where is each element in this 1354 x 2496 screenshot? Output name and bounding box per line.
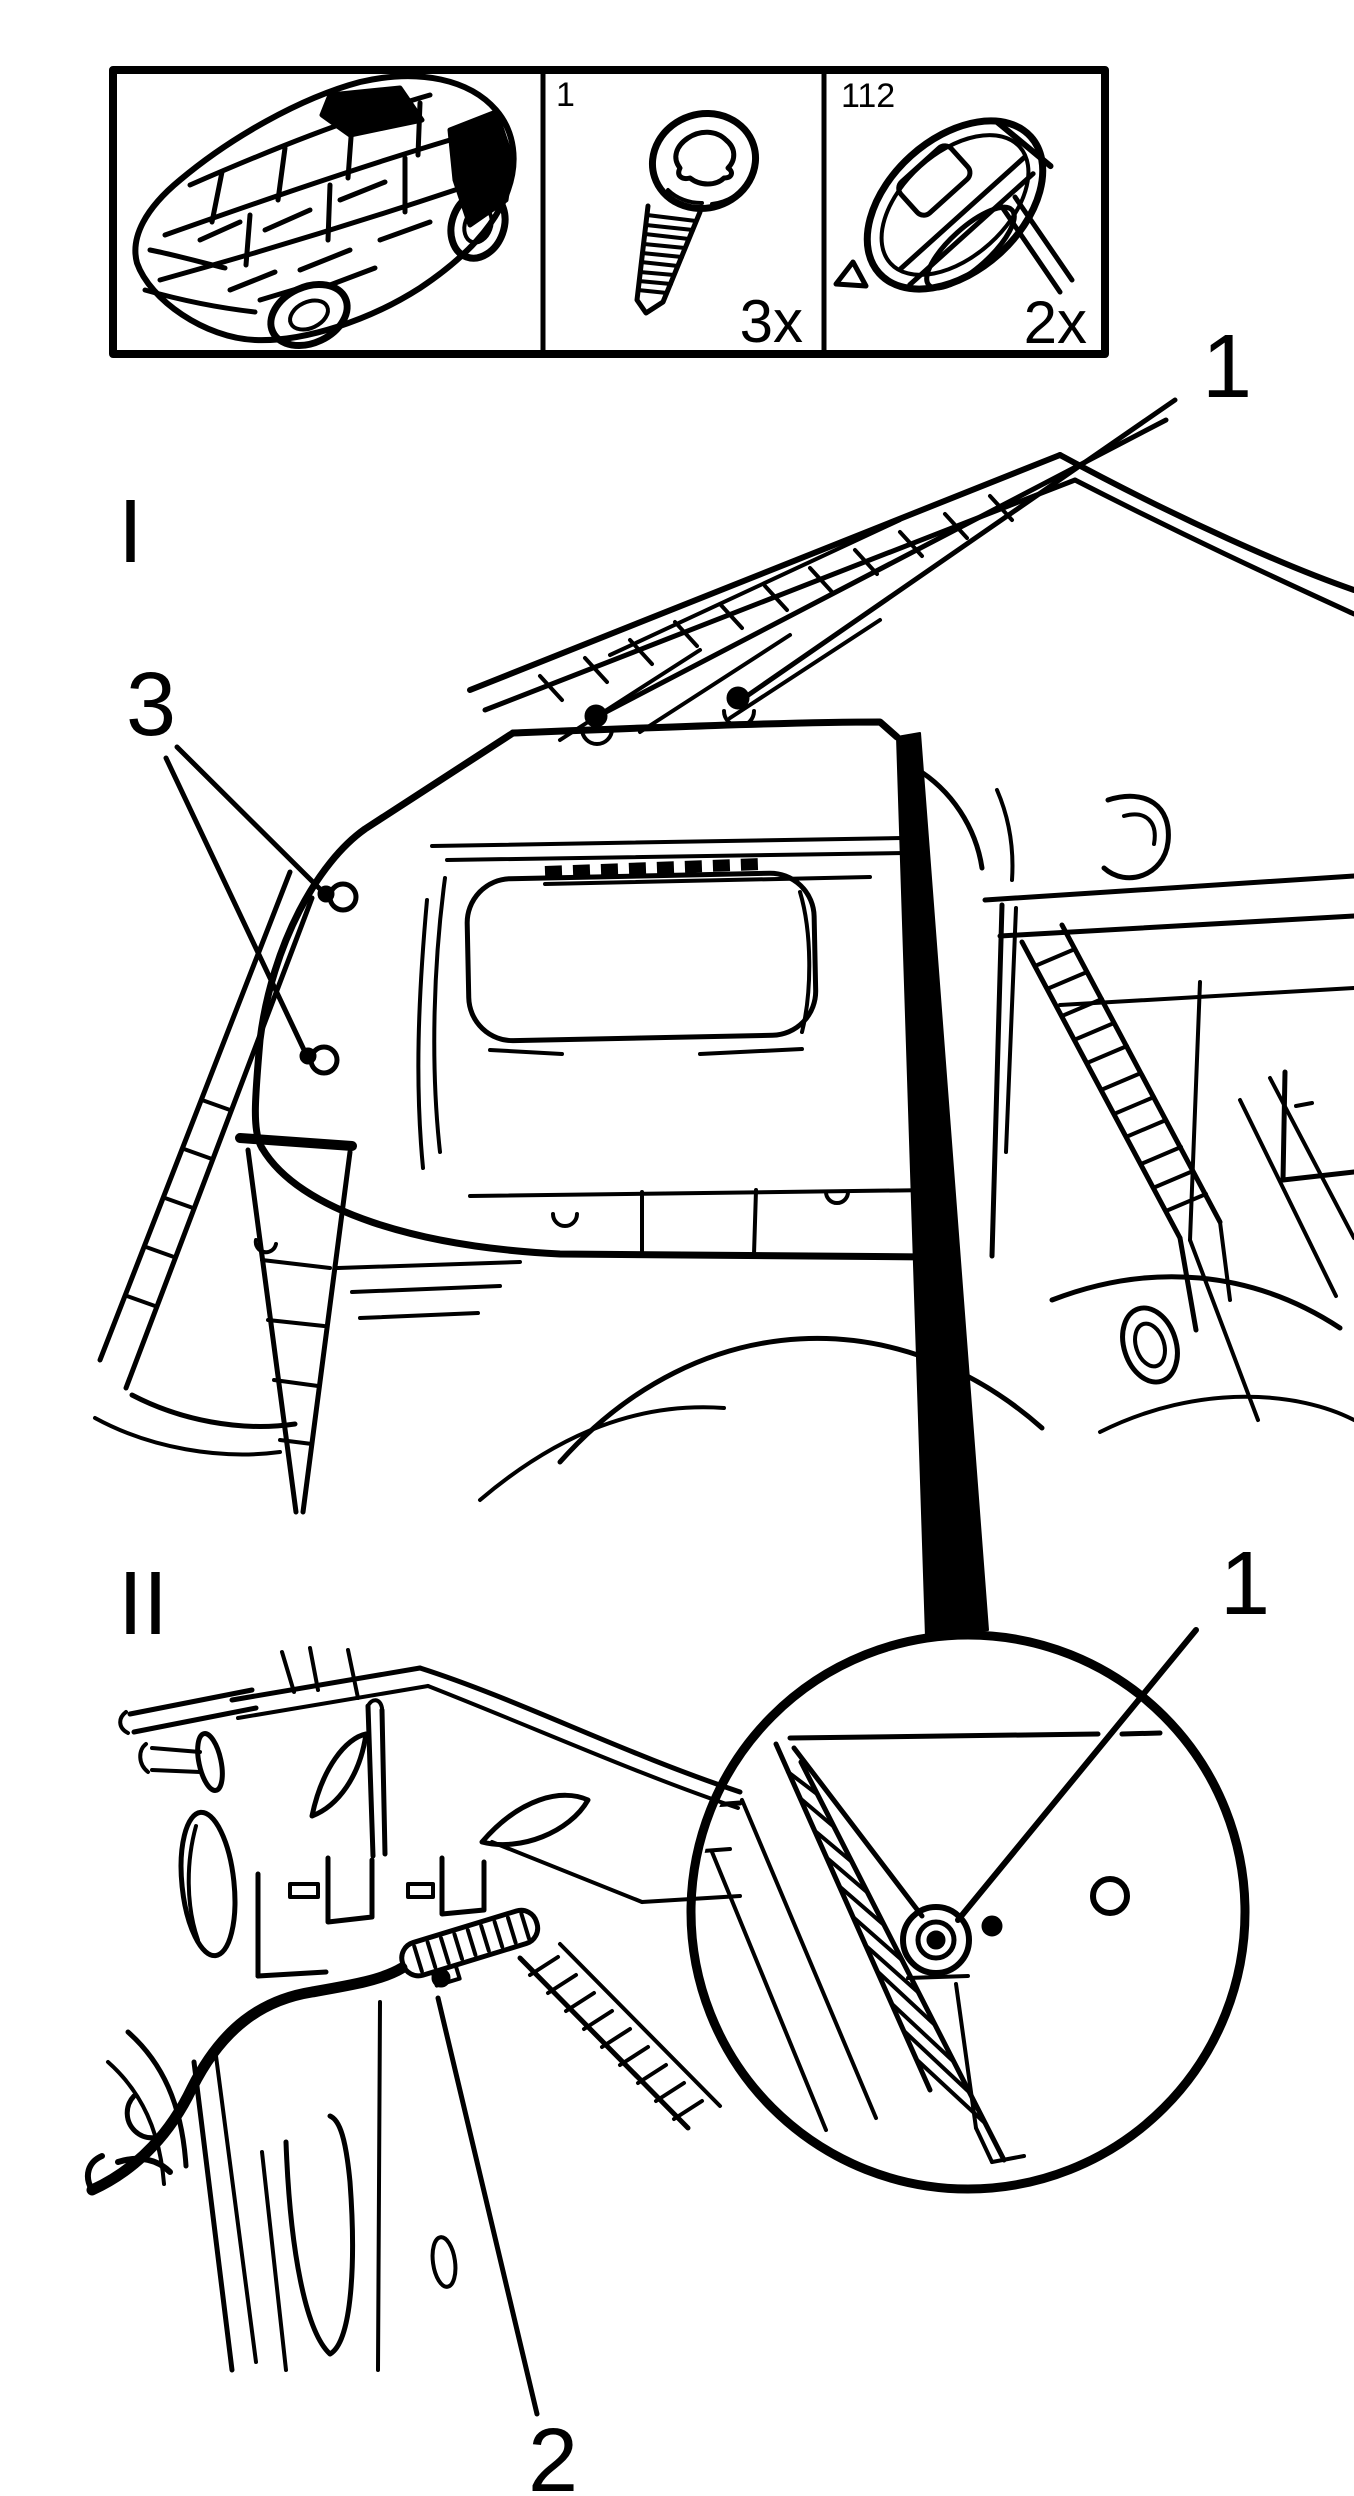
detail-view: 1 — [686, 732, 1270, 2194]
magnified-clip-hole — [1090, 1876, 1130, 1916]
lower-body-structure — [106, 2000, 458, 2373]
car-body-icon — [132, 73, 517, 349]
trim-panel — [235, 718, 935, 1261]
vent-dashes — [544, 858, 763, 878]
main-view-drawing: I 1 3 — [93, 317, 1354, 1515]
callout-2-label: 2 — [528, 2411, 578, 2496]
detail-callout-1-label: 1 — [1220, 1534, 1270, 1634]
callout-3-label: 3 — [126, 655, 176, 755]
magnified-screw — [900, 1904, 1003, 1976]
sill-hatch-band — [517, 1942, 722, 2131]
legend-border — [109, 66, 1109, 358]
section-label-2: II — [118, 1554, 168, 1654]
callout-2-leader — [435, 1995, 540, 2417]
callout-1-leader-lines — [599, 397, 1178, 717]
body-structure-right — [912, 765, 1354, 1422]
clip-icon — [833, 117, 1075, 295]
magnified-trim-corner — [698, 1730, 1163, 2164]
floor-pan — [336, 1260, 1354, 1502]
clip-hole-upper — [317, 881, 359, 913]
magnifier-pointer-wedge — [896, 732, 989, 1638]
belt-bellows — [1019, 922, 1232, 1385]
screw-qty-label: 3x — [740, 288, 803, 355]
clip-qty-label: 2x — [1024, 289, 1087, 356]
secondary-view-drawing: II — [84, 1554, 743, 2496]
screw-ref-label: 1 — [556, 76, 575, 114]
bracket-assembly — [118, 1646, 743, 1979]
clip-hole-lower — [299, 1044, 340, 1076]
panel-pocket — [464, 870, 819, 1044]
callout-3-leader-lines — [163, 744, 325, 1055]
detail-callout-leader — [955, 1627, 1199, 1923]
body-structure-left — [93, 869, 353, 1515]
parts-legend-box: 1 3x 112 — [109, 66, 1109, 358]
roof-rail — [467, 452, 1354, 742]
clip-ref-label: 112 — [841, 77, 895, 115]
callout-1-label: 1 — [1202, 317, 1252, 417]
screw-icon — [634, 109, 760, 316]
section-label-1: I — [118, 482, 143, 582]
harness-connector — [399, 1907, 541, 1988]
wiring-harness — [84, 1962, 408, 2196]
